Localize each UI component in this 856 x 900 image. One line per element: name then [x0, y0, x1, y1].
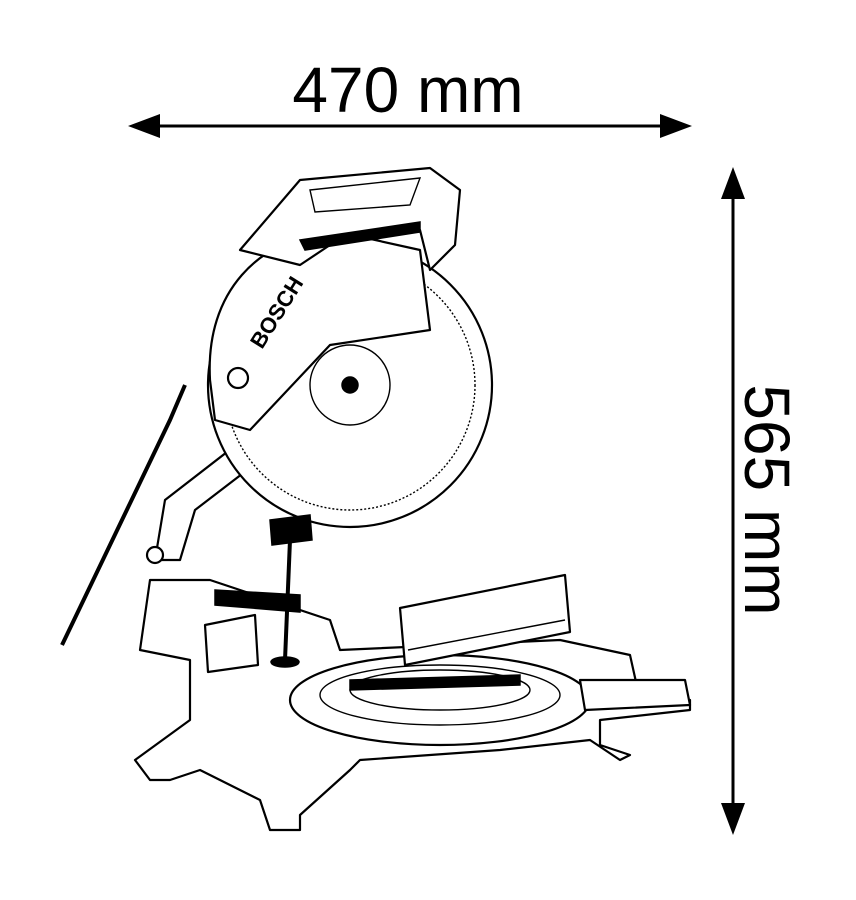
arrow-left-icon — [128, 114, 160, 138]
width-dimension: 470 mm — [128, 54, 692, 138]
width-label: 470 mm — [292, 54, 523, 126]
arrow-right-icon — [660, 114, 692, 138]
arrow-up-icon — [721, 167, 745, 199]
height-dimension: 565 mm — [721, 167, 803, 835]
arrow-down-icon — [721, 803, 745, 835]
height-label: 565 mm — [731, 384, 803, 615]
miter-saw-illustration: BOSCH — [60, 166, 692, 832]
bosch-logo-icon — [226, 366, 250, 390]
